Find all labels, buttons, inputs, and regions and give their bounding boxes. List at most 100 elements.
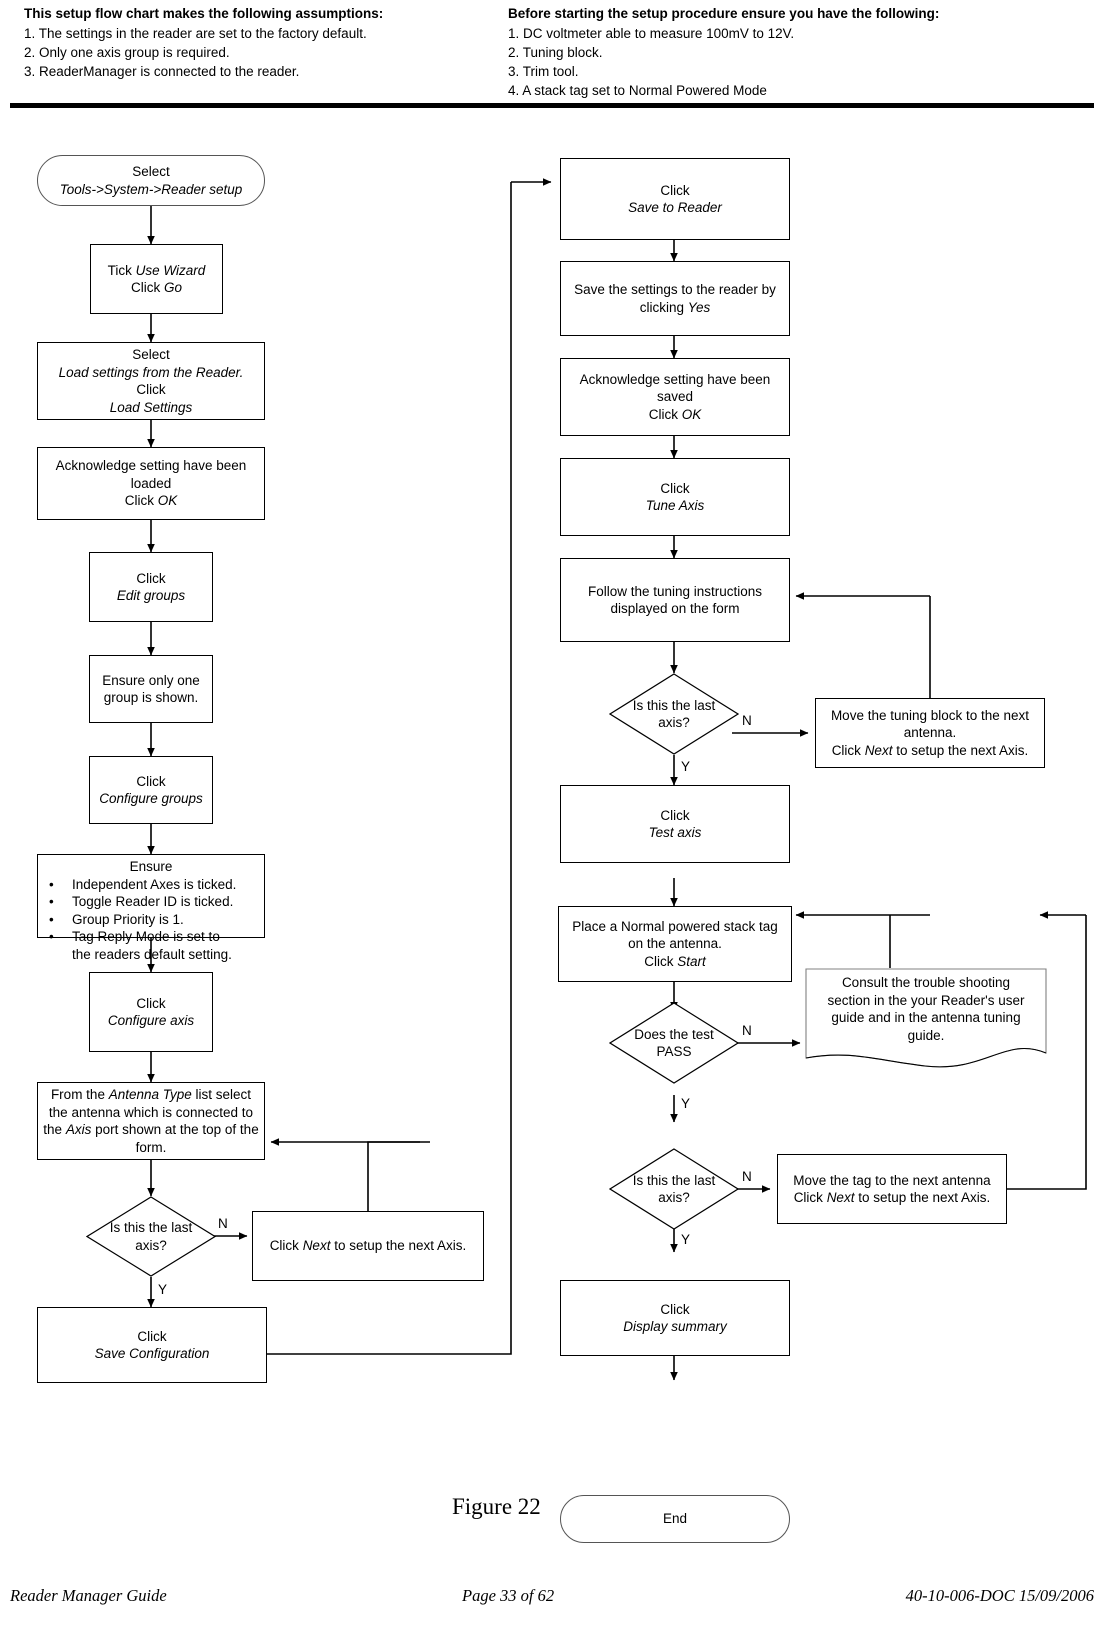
consult-line-3: guide and in the antenna tuning [831,1010,1021,1025]
footer-center-page-number: Page 33 of 62 [462,1586,555,1605]
footer-right-doc-id: 40-10-006-DOC 15/09/2006 [905,1586,1094,1605]
decision-test-pass: Does the test PASS [609,1002,739,1084]
ensure-item-text: Toggle Reader ID is ticked. [72,894,234,909]
step-ensure-one-group: Ensure only one group is shown. [89,655,213,723]
step-load-settings: Select Load settings from the Reader. Cl… [37,342,265,420]
edit-groups-line-1: Click [136,570,166,586]
ack-loaded-line-1: Acknowledge setting have been [55,458,247,474]
header-divider-rule [10,103,1094,108]
configure-groups-line-2: Configure groups [99,791,203,806]
ack-saved-line-1: Acknowledge setting have been [579,371,771,387]
antenna-type-text: From the Antenna Type list select the an… [38,1086,264,1156]
follow-tuning-line-1: Follow the tuning instructions [587,583,763,599]
end-terminator: End [560,1495,790,1543]
step-save-settings-yes: Save the settings to the reader by click… [560,261,790,336]
decision-line-2: axis? [135,1237,167,1253]
step-click-edit-groups: Click Edit groups [89,552,213,622]
wizard-line-2: Click [130,280,164,295]
decision-line-2: axis? [658,1190,690,1205]
prerequisites-item-3: 3. Trim tool. [508,64,579,79]
move-block-line-1: Move the tuning block to the next [830,707,1030,723]
edit-groups-line-2: Edit groups [116,588,186,603]
step-place-stack-tag: Place a Normal powered stack tag on the … [558,906,792,982]
test-axis-line-2: Test axis [648,825,702,840]
ack-loaded-line-2: loaded [130,475,172,491]
antenna-type-p2: list select the antenna which is connect… [43,1087,254,1137]
decision-line-2: PASS [656,1044,692,1059]
flow-connectors [147,178,1087,1381]
ensure-item: • Independent Axes is ticked. [42,876,260,894]
assumptions-item-3: 3. ReaderManager is connected to the rea… [24,64,300,79]
move-tag-line-2-tail: to setup the next Axis. [854,1190,991,1205]
edge-label-n-testpass: N [742,1023,752,1038]
decision-line-1: Is this the last [109,1220,193,1235]
assumptions-item-2: 2. Only one axis group is required. [24,45,230,60]
configure-axis-line-2: Configure axis [107,1013,195,1028]
diamond-shape-icon [609,1148,739,1230]
place-tag-line-2: on the antenna. [628,936,722,952]
move-block-line-3-italic: Next [864,742,893,758]
step-ensure-checklist: Ensure • Independent Axes is ticked. • T… [37,854,265,962]
ensure-item: • Toggle Reader ID is ticked. [42,893,260,911]
ack-saved-line-3: Click [648,406,682,422]
step-click-display-summary: Click Display summary [560,1280,790,1356]
bullet-icon: • [49,894,54,909]
edge-label-y-tuning: Y [681,759,691,774]
ensure-item-text: Independent Axes is ticked. [72,876,237,892]
antenna-type-p1: From the [50,1087,109,1102]
wizard-line-1-italic: Use Wizard [135,262,206,278]
one-group-line-2: group is shown. [103,690,199,705]
save-to-reader-line-1: Click [660,182,690,198]
wizard-line-2-italic: Go [163,280,182,295]
decision-last-axis-config: Is this the last axis? [86,1196,216,1277]
ensure-item-text-cont: the readers default setting. [72,946,232,962]
edge-label-y-left: Y [158,1282,168,1297]
start-terminator: Select Tools->System->Reader setup [37,155,265,206]
decision-line-1: Is this the last [632,697,716,713]
step-acknowledge-loaded: Acknowledge setting have been loaded Cli… [37,447,265,520]
next-axis-p1: Click [269,1238,303,1254]
prerequisites-title: Before starting the setup procedure ensu… [508,6,940,21]
step-click-test-axis: Click Test axis [560,785,790,863]
move-tag-line-1: Move the tag to the next antenna [793,1172,991,1188]
prerequisites-block: Before starting the setup procedure ensu… [508,4,1068,100]
step-consult-troubleshooting: Consult the trouble shooting section in … [805,968,1047,1072]
diamond-shape-icon [609,1002,739,1084]
follow-tuning-line-2: displayed on the form [610,601,740,616]
ack-loaded-line-3-italic: OK [157,493,178,509]
display-summary-line-2: Display summary [623,1319,727,1334]
step-click-configure-groups: Click Configure groups [89,756,213,824]
place-tag-line-3-italic: Start [677,953,706,969]
step-click-configure-axis: Click Configure axis [89,972,213,1052]
consult-line-2: section in the your Reader's user [827,992,1025,1008]
step-tick-use-wizard: Tick Use Wizard Click Go [90,244,223,314]
footer-left: Reader Manager Guide [10,1586,167,1605]
edge-label-y-lasttest: Y [681,1232,691,1247]
bullet-icon: • [49,911,54,927]
figure-caption: Figure 22 [452,1494,541,1519]
load-line-3: Click [136,382,166,397]
decision-line-2: axis? [658,715,690,730]
ensure-item-continuation: the readers default setting. [42,946,260,964]
next-axis-i1: Next [302,1238,331,1254]
place-tag-line-1: Place a Normal powered stack tag [572,918,778,934]
consult-line-1: Consult the trouble shooting [841,975,1011,990]
edge-label-n-lasttest: N [742,1169,752,1184]
move-block-line-3: Click [831,742,865,758]
load-line-4: Load Settings [109,399,193,415]
tune-axis-line-2: Tune Axis [645,498,705,513]
next-axis-p2: to setup the next Axis. [330,1238,467,1254]
decision-line-1: Does the test [634,1026,714,1042]
step-click-next-axis-left: Click Next to setup the next Axis. [252,1211,484,1281]
move-tag-line-2-italic: Next [826,1190,855,1205]
tune-axis-line-1: Click [660,480,690,496]
save-yes-line-2-italic: Yes [687,299,711,315]
move-block-line-3-tail: to setup the next Axis. [892,742,1029,758]
flowchart: Select Tools->System->Reader setup Tick … [0,120,1104,1543]
step-click-save-configuration: Click Save Configuration [37,1307,267,1383]
edge-label-n-left: N [218,1216,228,1231]
ensure-item-text: Tag Reply Mode is set to [72,929,220,944]
assumptions-block: This setup flow chart makes the followin… [24,4,484,81]
ack-saved-line-2: saved [656,389,694,405]
